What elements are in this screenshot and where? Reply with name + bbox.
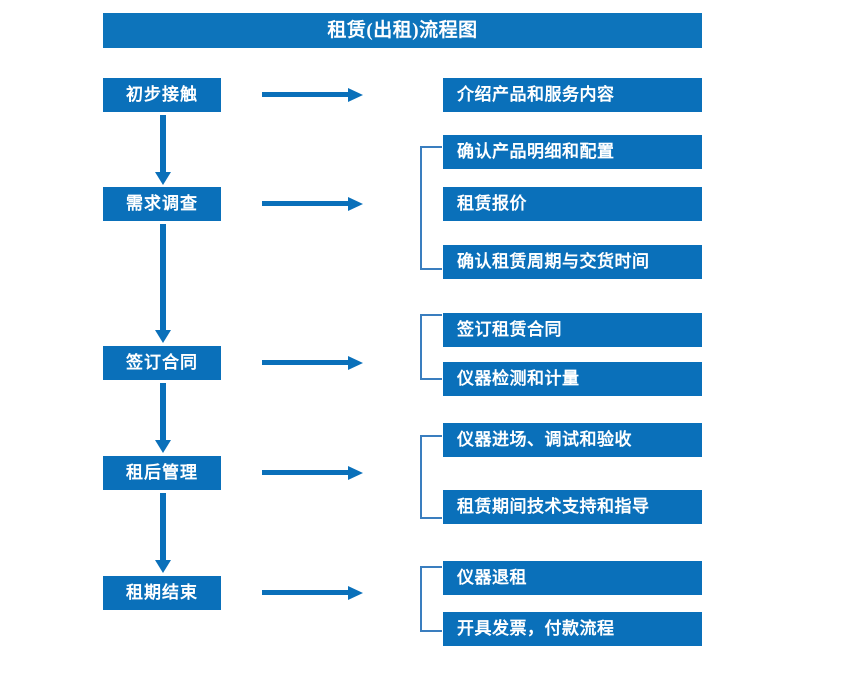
group-bracket-contract [420,314,442,380]
chart-title: 租赁(出租)流程图 [103,13,702,48]
horizontal-arrow-5 [262,585,363,601]
detail-box-confirm-rental-period[interactable]: 确认租赁周期与交货时间 [443,245,702,279]
vertical-arrow-3 [155,383,171,454]
vertical-arrow-2 [155,224,171,344]
stage-box-requirement-survey[interactable]: 需求调查 [103,187,221,221]
stage-box-rental-end[interactable]: 租期结束 [103,576,221,610]
stage-box-initial-contact[interactable]: 初步接触 [103,78,221,112]
horizontal-arrow-1 [262,87,363,103]
detail-box-instrument-installation[interactable]: 仪器进场、调试和验收 [443,423,702,457]
group-bracket-post-rental [420,435,442,519]
group-bracket-rental-end [420,566,442,632]
detail-box-confirm-product-spec[interactable]: 确认产品明细和配置 [443,135,702,169]
detail-box-sign-rental-contract[interactable]: 签订租赁合同 [443,313,702,347]
detail-box-instrument-inspection[interactable]: 仪器检测和计量 [443,362,702,396]
stage-box-post-rental-management[interactable]: 租后管理 [103,456,221,490]
horizontal-arrow-4 [262,465,363,481]
detail-box-instrument-return[interactable]: 仪器退租 [443,561,702,595]
stage-box-sign-contract[interactable]: 签订合同 [103,346,221,380]
vertical-arrow-4 [155,493,171,574]
detail-box-introduce-products[interactable]: 介绍产品和服务内容 [443,78,702,112]
detail-box-invoice-payment[interactable]: 开具发票，付款流程 [443,612,702,646]
vertical-arrow-1 [155,115,171,185]
detail-box-technical-support[interactable]: 租赁期间技术支持和指导 [443,490,702,524]
horizontal-arrow-3 [262,355,363,371]
horizontal-arrow-2 [262,196,363,212]
detail-box-rental-quotation[interactable]: 租赁报价 [443,187,702,221]
group-bracket-requirement-survey [420,146,442,270]
